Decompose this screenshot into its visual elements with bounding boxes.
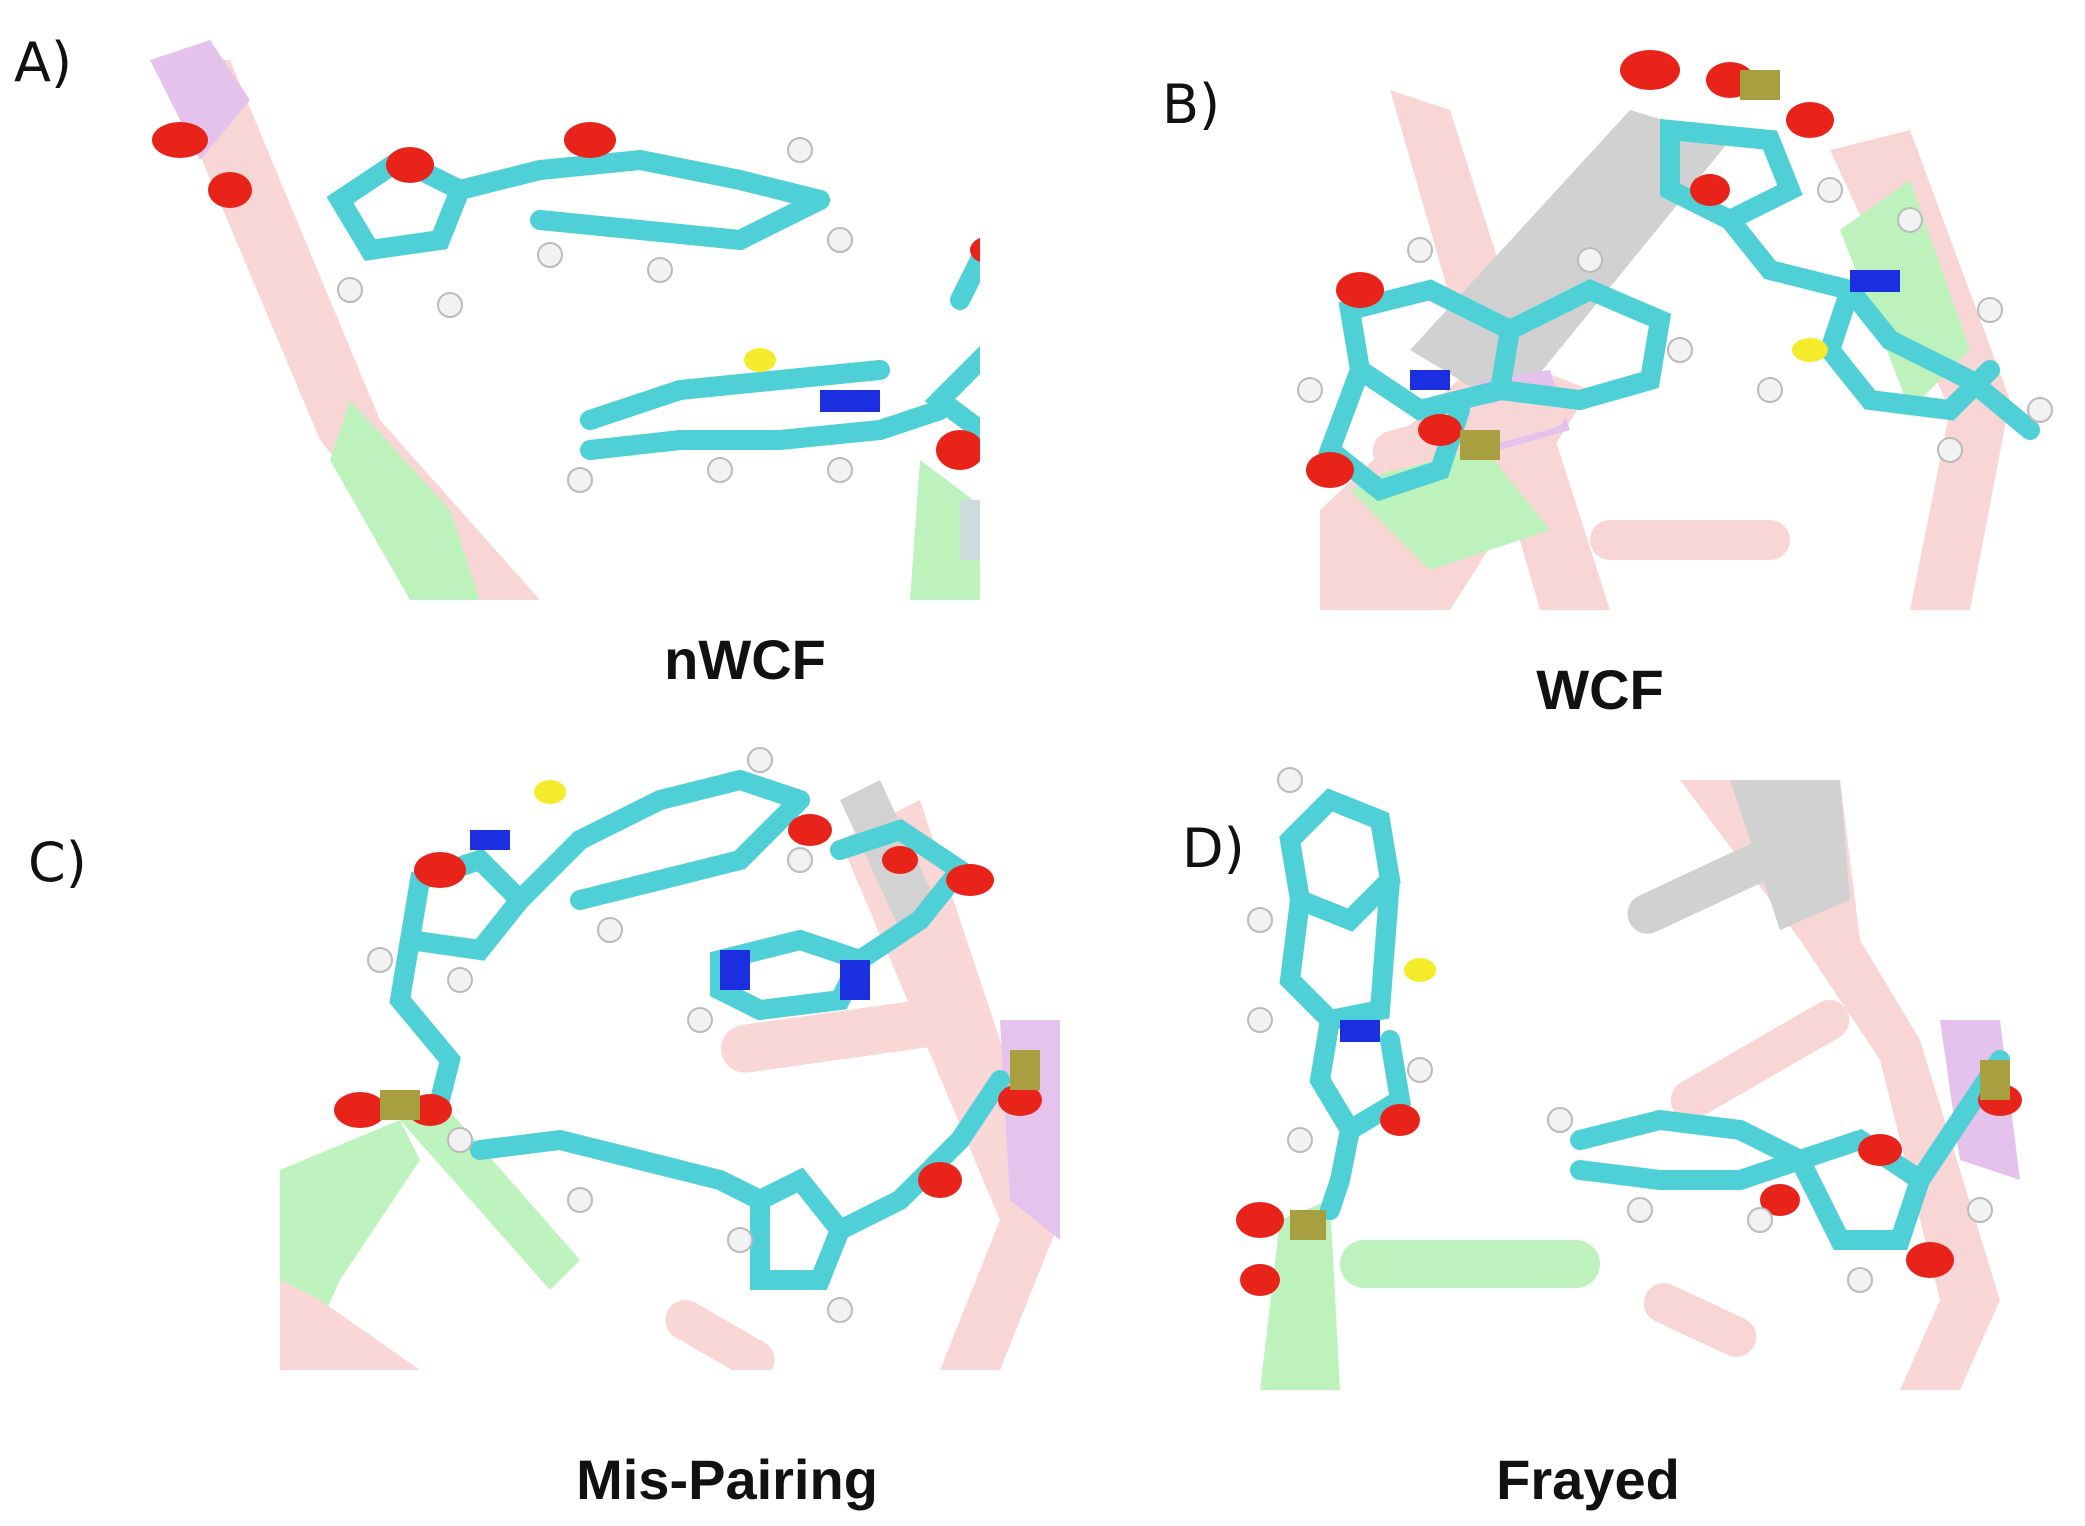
- panel-a-structure: [150, 40, 980, 600]
- panel-c-caption: Mis-Pairing: [576, 1448, 878, 1511]
- panel-d-letter: D): [1182, 817, 1245, 880]
- panel-a: [120, 40, 980, 600]
- panel-b-letter: B): [1162, 73, 1221, 136]
- panel-c-letter: C): [28, 831, 87, 894]
- panel-d-structure: [1236, 767, 2022, 1390]
- panel-a-letter: A): [14, 31, 73, 94]
- panel-b-caption: WCF: [1536, 658, 1664, 721]
- panel-c-structure: [280, 747, 1060, 1370]
- panel-b-structure: [1297, 50, 2053, 610]
- panel-d: [1200, 740, 2040, 1390]
- panel-d-caption: Frayed: [1496, 1448, 1680, 1511]
- panel-b: [1210, 50, 2060, 610]
- panel-a-caption: nWCF: [664, 628, 826, 691]
- panel-c: [280, 720, 1060, 1370]
